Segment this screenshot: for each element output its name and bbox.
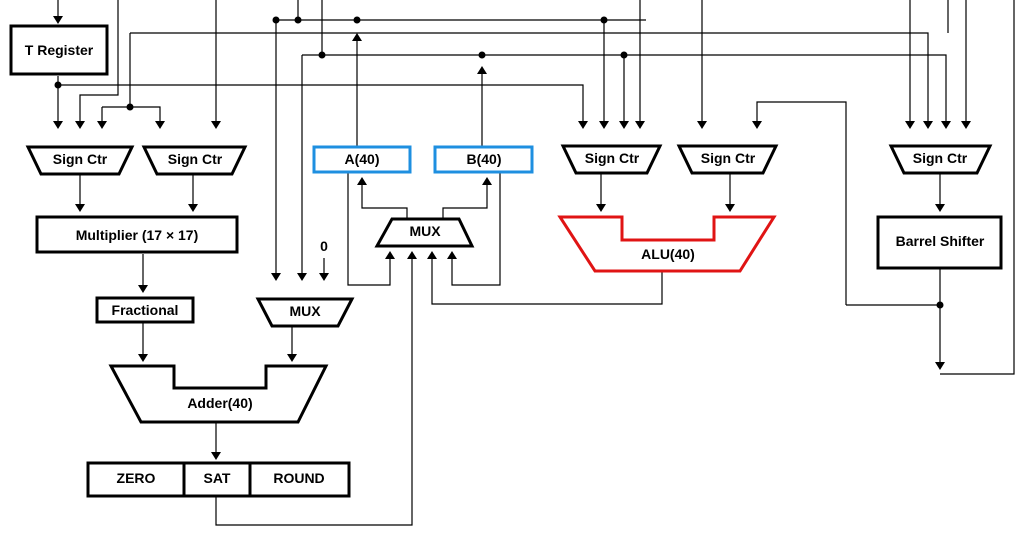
sign-ctr-alu-right: Sign Ctr — [676, 144, 779, 175]
sign-ctr-mult-right: Sign Ctr — [141, 145, 248, 176]
accumulator-a-block: A(40) — [312, 145, 412, 174]
sign-ctr-label: Sign Ctr — [168, 151, 223, 167]
multiplier-block: Multiplier (17 × 17) — [35, 215, 239, 254]
barrel-shifter-block: Barrel Shifter — [876, 215, 1003, 270]
fractional-label: Fractional — [112, 302, 179, 318]
zero-sat-round-block: ZERO SAT ROUND — [86, 461, 351, 498]
mux-label: MUX — [409, 223, 441, 239]
sign-ctr-alu-left: Sign Ctr — [560, 144, 663, 175]
t-register-block: T Register — [9, 24, 109, 76]
adder-label: Adder(40) — [187, 395, 252, 411]
sign-ctr-label: Sign Ctr — [913, 150, 968, 166]
adder-block: Adder(40) — [108, 364, 329, 424]
zero-label: ZERO — [117, 470, 156, 486]
sign-ctr-label: Sign Ctr — [701, 150, 756, 166]
fractional-block: Fractional — [95, 296, 195, 324]
barrel-shifter-label: Barrel Shifter — [896, 233, 985, 249]
junction-dots — [54, 16, 944, 309]
alu-block: ALU(40) — [557, 215, 777, 273]
sign-ctr-label: Sign Ctr — [53, 151, 108, 167]
mux-center-block: MUX — [374, 217, 475, 248]
mux-label: MUX — [289, 303, 321, 319]
alu-label: ALU(40) — [641, 246, 695, 262]
sign-ctr-label: Sign Ctr — [585, 150, 640, 166]
round-label: ROUND — [273, 470, 324, 486]
constant-zero-label: 0 — [320, 238, 328, 254]
multiplier-label: Multiplier (17 × 17) — [76, 227, 199, 243]
wires — [53, 0, 1015, 526]
sat-label: SAT — [204, 470, 231, 486]
t-register-label: T Register — [25, 42, 94, 58]
accumulator-b-block: B(40) — [433, 145, 534, 174]
accumulator-b-label: B(40) — [466, 151, 501, 167]
accumulator-a-label: A(40) — [344, 151, 379, 167]
sign-ctr-mult-left: Sign Ctr — [25, 145, 135, 176]
mux-lower-block: MUX — [255, 297, 355, 328]
sign-ctr-shifter: Sign Ctr — [888, 144, 993, 175]
